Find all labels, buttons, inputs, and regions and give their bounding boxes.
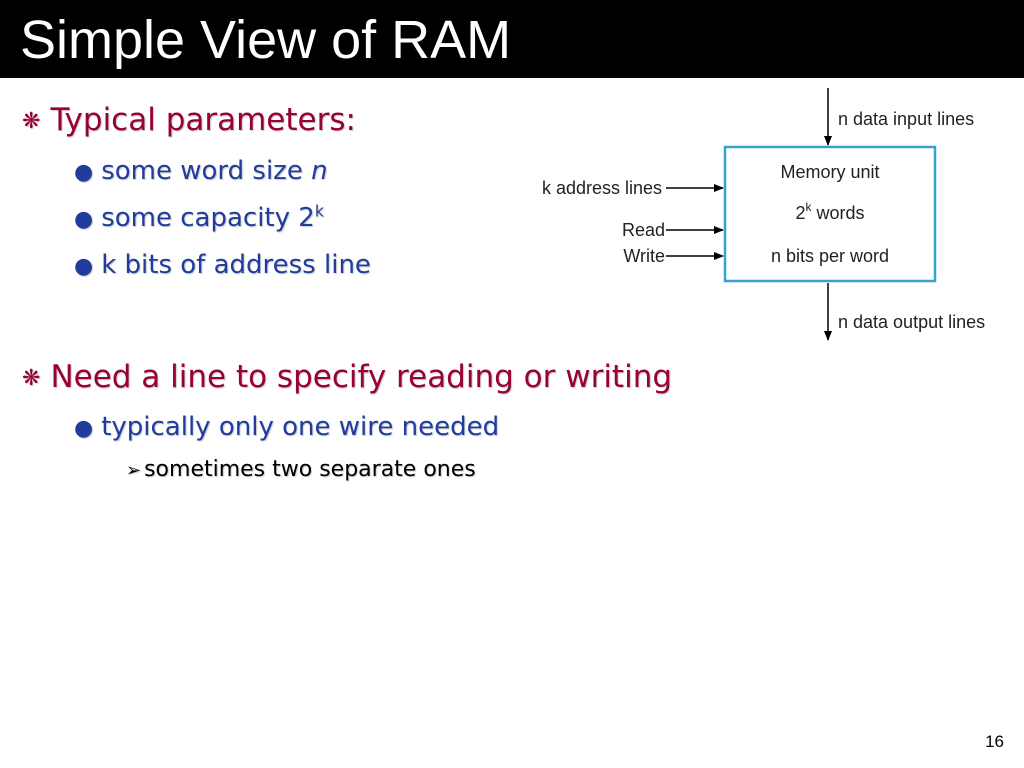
address-lines-label: k address lines <box>542 178 662 198</box>
sub-sub-bullet-two-separate: ➢sometimes two separate ones <box>126 456 476 485</box>
sub-bullet-text: typically only one wire needed <box>101 412 500 442</box>
sub-bullet-one-wire: ● typically only one wire needed <box>74 410 499 446</box>
read-label: Read <box>622 220 665 240</box>
sub-bullet-word-size: ● some word size n <box>74 154 328 190</box>
bullet-typical-parameters: ❋ Typical parameters: <box>22 100 356 144</box>
memory-unit-diagram: n data input lines Memory unit 2k words … <box>542 88 985 341</box>
asterisk-bullet-icon: ❋ <box>22 366 41 391</box>
dot-bullet-icon: ● <box>74 207 94 232</box>
sub-bullet-text: k bits of address line <box>101 250 371 280</box>
page-number: 16 <box>985 732 1004 751</box>
variable-n: n <box>311 156 328 186</box>
sub-bullet-capacity: ● some capacity 2k <box>74 201 324 237</box>
asterisk-bullet-icon: ❋ <box>22 109 41 134</box>
sub-bullet-address-bits: ● k bits of address line <box>74 248 371 284</box>
slide-title: Simple View of RAM <box>20 10 512 70</box>
memory-unit-box <box>723 145 937 283</box>
bullet-text: Typical parameters: <box>50 102 356 138</box>
dot-bullet-icon: ● <box>74 254 94 279</box>
memory-unit-bits: n bits per word <box>771 246 889 266</box>
sub-bullet-text: some capacity 2 <box>101 203 315 233</box>
output-lines-label: n data output lines <box>838 312 985 332</box>
dot-bullet-icon: ● <box>74 416 94 441</box>
input-lines-label: n data input lines <box>838 109 974 129</box>
memory-unit-title: Memory unit <box>780 162 879 182</box>
title-bar: Simple View of RAM <box>0 0 1024 78</box>
arrow-bullet-icon: ➢ <box>126 460 142 481</box>
superscript-k: k <box>314 202 324 221</box>
memory-unit-words: 2k words <box>795 200 864 223</box>
dot-bullet-icon: ● <box>74 160 94 185</box>
bullet-text: Need a line to specify reading or writin… <box>50 359 673 395</box>
write-label: Write <box>623 246 665 266</box>
sub-sub-bullet-text: sometimes two separate ones <box>144 457 476 482</box>
bullet-read-write-line: ❋ Need a line to specify reading or writi… <box>22 357 672 401</box>
sub-bullet-text: some word size <box>101 156 312 186</box>
